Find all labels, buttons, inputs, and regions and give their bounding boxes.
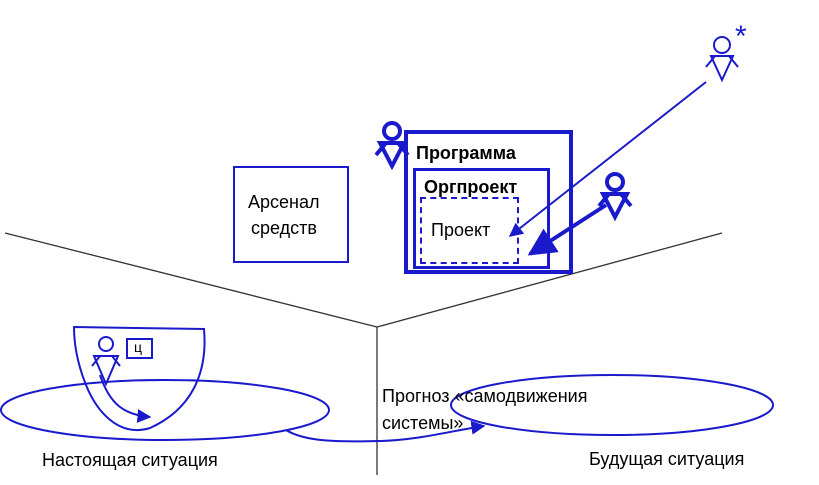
star-mark: * [735,20,747,53]
proekt-box [420,197,519,264]
goal-mark-label: ц [134,339,143,355]
reflexive-bowl [72,325,206,431]
perspective-line-left [4,232,378,328]
arsenal-label-line1: Арсенал [248,192,320,212]
arsenal-label-line2: средств [251,218,317,238]
bowl-arrow [99,374,152,423]
orgproekt-label: Оргпроект [424,177,518,197]
goal-box [126,338,153,359]
programma-box [404,130,573,274]
proekt-label: Проект [431,220,491,240]
orgproekt-person-arrow [527,203,608,256]
arsenal-box [233,166,349,263]
present-situation-ellipse [0,379,330,441]
person-in-bowl-icon [91,336,121,387]
forecast-arrow [285,420,486,443]
future-situation-label: Будущая ситуация [589,449,745,469]
researcher-arrow [508,81,707,237]
prognoz-label-line1: Прогноз «самодвижения [382,386,588,406]
programma-label: Программа [416,143,516,163]
orgproekt-box [413,168,550,269]
person-programma-icon [374,121,410,171]
present-situation-label: Настоящая ситуация [42,450,218,470]
prognoz-label-line2: системы» [382,413,464,433]
person-orgproekt-icon [597,172,633,222]
future-situation-ellipse [450,374,774,436]
person-researcher-icon [705,36,739,83]
perspective-line-right [376,232,723,328]
